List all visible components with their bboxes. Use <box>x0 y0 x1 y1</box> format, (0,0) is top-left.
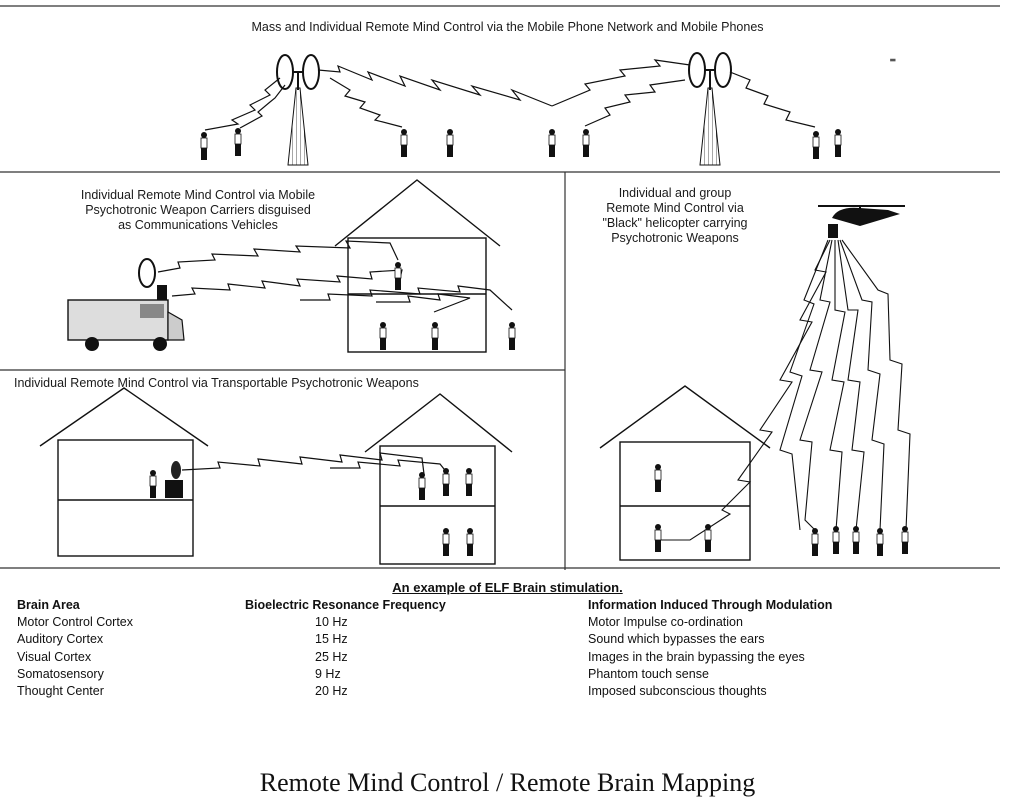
footer-title: Remote Mind Control / Remote Brain Mappi… <box>259 768 756 797</box>
cell-info-3: Images in the brain bypassing the eyes <box>588 649 805 664</box>
van-caption-line-2: Psychotronic Weapon Carriers disguised <box>85 203 311 217</box>
cell-freq-2: 15 Hz <box>315 632 348 647</box>
column-information: Information Induced Through Modulation M… <box>588 597 832 700</box>
top-panel-title: Mass and Individual Remote Mind Control … <box>251 20 764 34</box>
house-lower-left <box>39 387 209 557</box>
heli-caption-line-1: Individual and group <box>618 186 732 200</box>
column-brain-area: Brain Area Motor Control Cortex Auditory… <box>17 597 133 700</box>
table-title: An example of ELF Brain stimulation. <box>392 580 623 595</box>
cell-info-5: Imposed subconscious thoughts <box>588 684 767 699</box>
phone-signals <box>204 59 816 131</box>
helicopter <box>818 205 905 238</box>
van-signals <box>157 240 513 313</box>
van <box>67 258 185 351</box>
tower-left <box>276 54 320 166</box>
cell-area-1: Motor Control Cortex <box>17 615 134 630</box>
mind-control-diagram <box>0 5 1000 570</box>
heli-caption-line-2: Remote Mind Control via <box>606 201 744 215</box>
cell-info-1: Motor Impulse co-ordination <box>588 615 743 630</box>
heli-beams <box>660 239 911 541</box>
cell-info-4: Phantom touch sense <box>588 666 709 681</box>
heli-caption-line-4: Psychotronic Weapons <box>611 231 739 245</box>
panel-borders <box>0 5 1000 570</box>
side-tag: ▮ <box>889 58 896 62</box>
van-caption-line-3: as Communications Vehicles <box>118 218 278 232</box>
van-caption: Individual Remote Mind Control via Mobil… <box>18 188 378 233</box>
cell-freq-1: 10 Hz <box>315 615 348 630</box>
transport-signals <box>181 452 449 475</box>
cell-area-3: Visual Cortex <box>17 649 92 664</box>
tower-right <box>688 52 732 166</box>
elf-table: An example of ELF Brain stimulation. Bra… <box>0 580 1015 720</box>
cell-freq-5: 20 Hz <box>315 684 348 699</box>
cell-freq-4: 9 Hz <box>315 666 341 681</box>
cell-info-2: Sound which bypasses the ears <box>588 632 765 647</box>
van-caption-line-1: Individual Remote Mind Control via Mobil… <box>80 188 316 202</box>
heli-caption-line-3: "Black" helicopter carrying <box>602 216 748 230</box>
header-information: Information Induced Through Modulation <box>588 598 833 612</box>
column-frequency: Bioelectric Resonance Frequency 10 Hz 15… <box>245 597 446 700</box>
cell-area-4: Somatosensory <box>17 666 104 681</box>
house-lower-right <box>364 393 513 565</box>
cell-area-5: Thought Center <box>17 684 104 699</box>
transport-caption: Individual Remote Mind Control via Trans… <box>14 376 419 390</box>
transport-weapon <box>165 461 183 498</box>
cell-area-2: Auditory Cortex <box>17 632 104 647</box>
house-right <box>599 385 771 561</box>
header-brain-area: Brain Area <box>17 598 80 612</box>
cell-freq-3: 25 Hz <box>315 649 348 664</box>
header-frequency: Bioelectric Resonance Frequency <box>245 598 446 612</box>
heli-caption: Individual and group Remote Mind Control… <box>560 186 790 246</box>
